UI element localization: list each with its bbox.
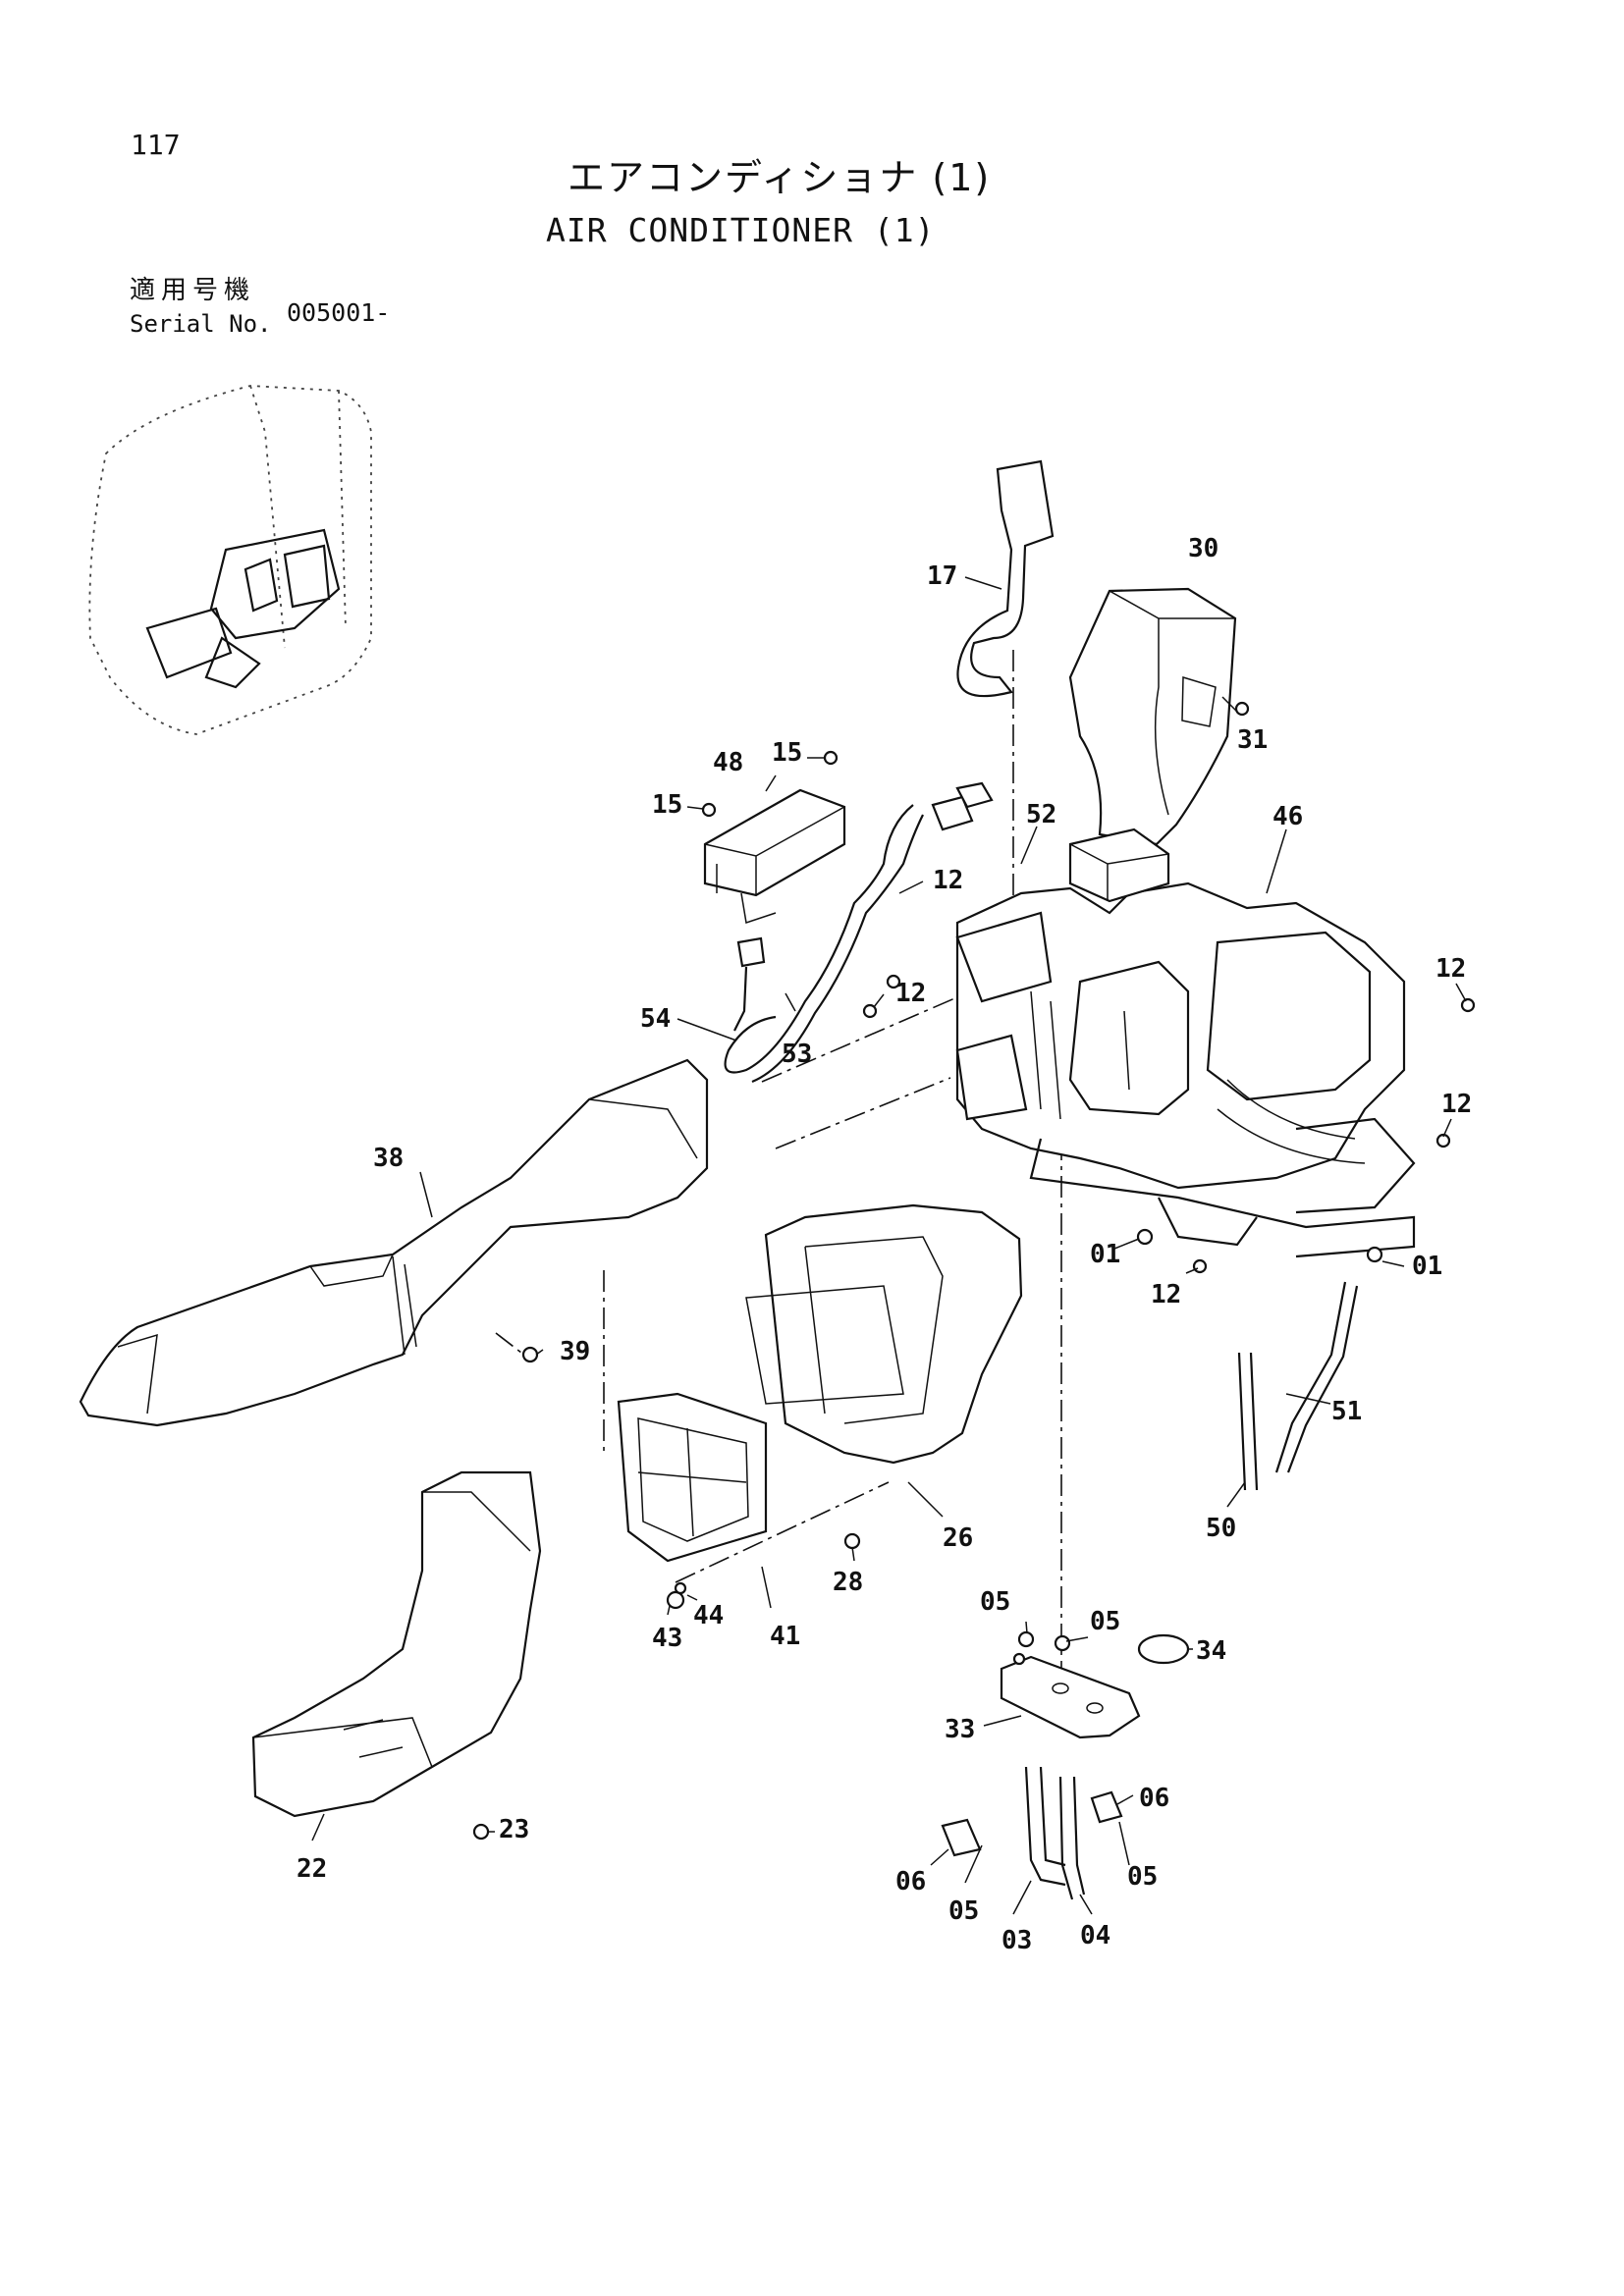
part-50-51-drain-hoses [1237, 1281, 1359, 1491]
fasteners [472, 701, 1476, 1841]
callout-46: 46 [1272, 802, 1303, 831]
callout-labels: 17 30 31 15 15 48 52 46 12 12 12 12 12 5… [297, 534, 1472, 1955]
part-46-air-conditioner-unit [955, 828, 1416, 1258]
part-17-vent-duct [956, 459, 1055, 698]
callout-30: 30 [1188, 534, 1218, 563]
serial-label-english: Serial No. [130, 310, 272, 338]
serial-label-japanese: 適用号機 [130, 276, 256, 305]
callout-12-d: 12 [1441, 1090, 1472, 1119]
callout-38: 38 [373, 1144, 404, 1173]
callout-01-left: 01 [1090, 1240, 1120, 1269]
callout-05-lower-left: 05 [948, 1896, 979, 1926]
callout-12-e: 12 [1151, 1280, 1181, 1309]
cab-location-thumbnail [88, 385, 372, 735]
callout-22: 22 [297, 1854, 327, 1884]
callout-04: 04 [1080, 1921, 1110, 1950]
part-26-air-duct [745, 1203, 1023, 1465]
part-33-plate-and-pipes [941, 1633, 1190, 1900]
page-number: 117 [131, 129, 181, 161]
callout-28: 28 [833, 1568, 863, 1597]
callout-17: 17 [927, 561, 957, 591]
callout-34: 34 [1196, 1636, 1226, 1666]
callout-50: 50 [1206, 1514, 1236, 1543]
callout-43: 43 [652, 1624, 682, 1653]
callout-05-upper-left: 05 [980, 1587, 1010, 1617]
callout-12-b: 12 [895, 979, 926, 1008]
callout-23: 23 [499, 1815, 529, 1844]
serial-number-value: 005001- [287, 298, 391, 327]
leader-lines [311, 576, 1467, 1915]
part-53-54-wire-harness [724, 781, 994, 1084]
callout-31: 31 [1237, 725, 1268, 755]
connection-lines [495, 650, 1062, 1728]
callout-05-upper-right: 05 [1090, 1607, 1120, 1636]
part-30-vent-duct [1068, 587, 1237, 846]
part-38-air-duct [79, 1058, 709, 1427]
callout-52: 52 [1026, 800, 1056, 829]
callout-44: 44 [693, 1601, 724, 1630]
part-22-air-duct [251, 1470, 542, 1818]
callout-48: 48 [713, 748, 743, 777]
callout-39: 39 [560, 1337, 590, 1366]
callout-53: 53 [782, 1040, 812, 1069]
callout-12-c: 12 [1435, 954, 1466, 984]
callout-15-upper: 15 [772, 738, 802, 768]
callout-05-lower-right: 05 [1127, 1862, 1158, 1892]
callout-51: 51 [1331, 1397, 1362, 1426]
callout-15-left: 15 [652, 790, 682, 820]
callout-41: 41 [770, 1622, 800, 1651]
part-48-controller [703, 788, 846, 924]
callout-26: 26 [943, 1523, 973, 1553]
callout-33: 33 [945, 1715, 975, 1744]
callout-01-right: 01 [1412, 1252, 1442, 1281]
callout-12-a: 12 [933, 866, 963, 895]
page-title-japanese: エアコンディショナ (1) [568, 156, 992, 199]
page-title-english: AIR CONDITIONER (1) [546, 211, 936, 249]
callout-06-right: 06 [1139, 1784, 1169, 1813]
part-34-cap [1137, 1633, 1190, 1665]
callout-03: 03 [1001, 1926, 1032, 1955]
callout-06-left: 06 [895, 1867, 926, 1896]
callout-54: 54 [640, 1004, 671, 1034]
part-41-air-filter [617, 1392, 768, 1563]
